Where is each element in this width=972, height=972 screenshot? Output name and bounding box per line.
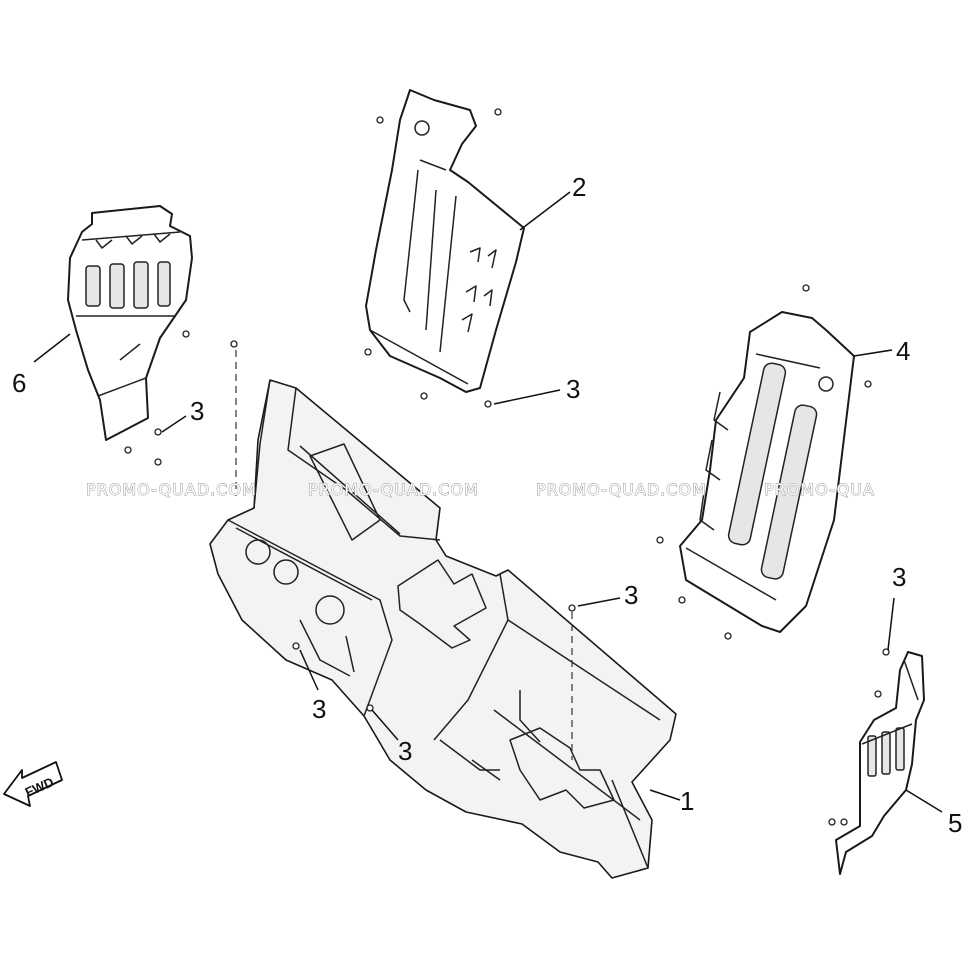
callout-part-1: 1	[680, 786, 694, 816]
part-5-fasteners	[828, 648, 890, 826]
callout-part-3-right: 3	[892, 562, 906, 592]
part-1-fasteners	[230, 340, 576, 712]
watermark-text: PROMO-QUAD.COM	[86, 480, 257, 499]
callout-part-6: 6	[12, 368, 26, 398]
part-1-floor-pan	[209, 379, 677, 879]
part-2-fasteners	[364, 108, 502, 408]
callout-part-4: 4	[896, 336, 910, 366]
callout-part-3-left: 3	[190, 396, 204, 426]
part-6-fasteners	[124, 330, 190, 466]
leader-lines	[33, 191, 943, 813]
callout-part-3-center: 3	[624, 580, 638, 610]
part-4-fasteners	[656, 284, 872, 640]
part-5-bracket	[835, 651, 925, 875]
callout-part-3-lower: 3	[398, 736, 412, 766]
part-2-upper-shield	[365, 89, 525, 393]
callout-part-3-lower-left: 3	[312, 694, 326, 724]
watermark-text: PROMO-QUAD.COM	[536, 480, 707, 499]
assembly-lines	[235, 350, 573, 760]
callout-part-2: 2	[572, 172, 586, 202]
part-4-side-panel	[679, 311, 855, 633]
watermark-text: PROMO-QUA	[764, 480, 875, 499]
part-6-skid-plate	[67, 205, 193, 441]
fwd-arrow-icon: FWD	[3, 761, 63, 807]
callout-part-5: 5	[948, 808, 962, 838]
callout-numbers: 2 3 4 6 3 3 3 3 1 3 5	[12, 172, 962, 838]
watermark-row: PROMO-QUAD.COM PROMO-QUAD.COM PROMO-QUAD…	[86, 480, 875, 500]
watermark-text: PROMO-QUAD.COM	[308, 480, 479, 499]
callout-part-3-upper: 3	[566, 374, 580, 404]
